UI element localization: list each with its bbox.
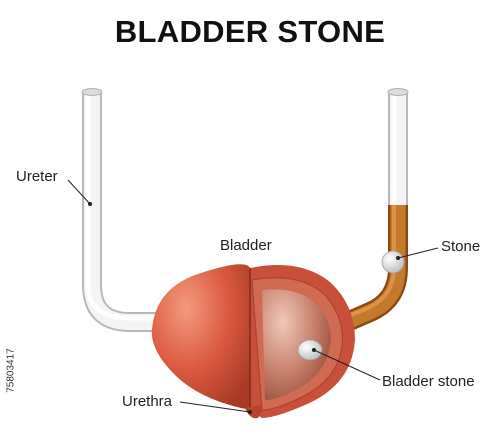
bladder-shape [151,264,250,410]
urethra-leader [179,401,251,413]
ureter-leader [67,179,91,205]
label-urethra: Urethra [122,393,173,410]
bladder-stone-leader [313,349,381,381]
stock-id: 75803417 [5,348,17,393]
label-ureter: Ureter [16,168,58,185]
label-bladder-stone: Bladder stone [382,373,475,390]
diagram-title: BLADDER STONE [114,14,386,49]
label-bladder: Bladder [220,237,272,254]
ureter-stone [381,250,405,274]
bladder-cavity [262,289,331,400]
left-ureter [82,92,160,332]
stone-leader [397,247,439,259]
bladder-stone [297,339,323,361]
label-stone: Stone [441,238,481,255]
